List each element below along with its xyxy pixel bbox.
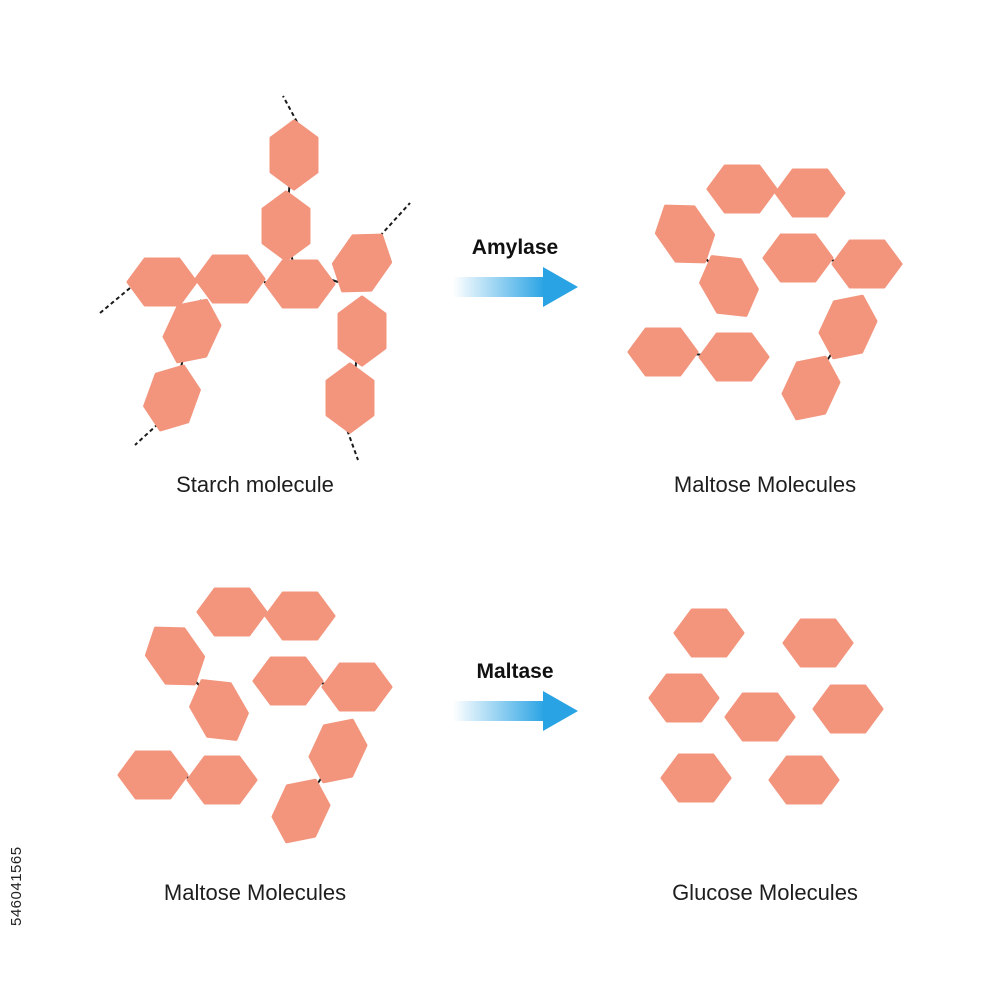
glucose-molecules-label: Glucose Molecules [672, 880, 858, 905]
chain-continuation-line [344, 423, 359, 461]
maltose-glucose-unit [627, 327, 699, 377]
amylase-arrow [453, 267, 578, 307]
maltose-glucose-unit [706, 164, 778, 214]
maltose-molecules-label-top: Maltose Molecules [673, 472, 857, 497]
maltose-glucose-unit [264, 591, 336, 641]
maltose-molecules-label-bottom: Maltose Molecules [163, 880, 347, 905]
maltose-glucose-unit [698, 332, 770, 382]
chain-continuation-line [282, 95, 298, 123]
starch-glucose-unit [143, 364, 201, 432]
starch-glucose-unit [261, 190, 311, 262]
maltose-glucose-unit [252, 656, 324, 706]
starch-glucose-unit [194, 254, 266, 304]
maltose-glucose-unit [654, 204, 716, 264]
starch-glucose-unit [269, 119, 319, 191]
maltose-glucose-unit [781, 355, 841, 421]
starch-glucose-unit [325, 362, 375, 434]
maltose-glucose-unit [117, 750, 189, 800]
maltose-glucose-unit [321, 662, 393, 712]
maltose-glucose-unit [774, 168, 846, 218]
starch-glucose-unit [126, 257, 198, 307]
maltose-glucose-unit [144, 626, 206, 686]
glucose-molecule [724, 692, 796, 742]
molecule-units [117, 119, 903, 844]
maltose-glucose-unit [762, 233, 834, 283]
maltose-glucose-unit [271, 778, 331, 844]
chain-continuation-lines [99, 95, 411, 461]
starch-glucose-unit [337, 295, 387, 367]
maltase-label: Maltase [476, 660, 554, 683]
starch-molecule-label: Starch molecule [176, 472, 334, 497]
maltose-glucose-unit [831, 239, 903, 289]
maltase-arrow [453, 691, 578, 731]
starch-glucose-unit [162, 298, 222, 364]
amylase-label: Amylase [471, 236, 559, 259]
chain-continuation-line [99, 287, 131, 314]
glucose-molecule [673, 608, 745, 658]
glucose-molecule [812, 684, 884, 734]
maltose-glucose-unit [196, 587, 268, 637]
maltose-glucose-unit [308, 718, 368, 784]
chain-continuation-line [134, 423, 159, 446]
maltose-glucose-unit [699, 255, 759, 317]
glucose-molecule [660, 753, 732, 803]
starch-glucose-unit [264, 259, 336, 309]
stock-id-text: 546041565 [8, 846, 25, 926]
glucose-molecule [768, 755, 840, 805]
maltose-glucose-unit [189, 679, 249, 741]
starch-glucose-unit [331, 233, 393, 293]
glucose-molecule [782, 618, 854, 668]
maltose-glucose-unit [186, 755, 258, 805]
chain-continuation-line [379, 202, 411, 237]
glucose-molecule [648, 673, 720, 723]
maltose-glucose-unit [818, 294, 878, 360]
